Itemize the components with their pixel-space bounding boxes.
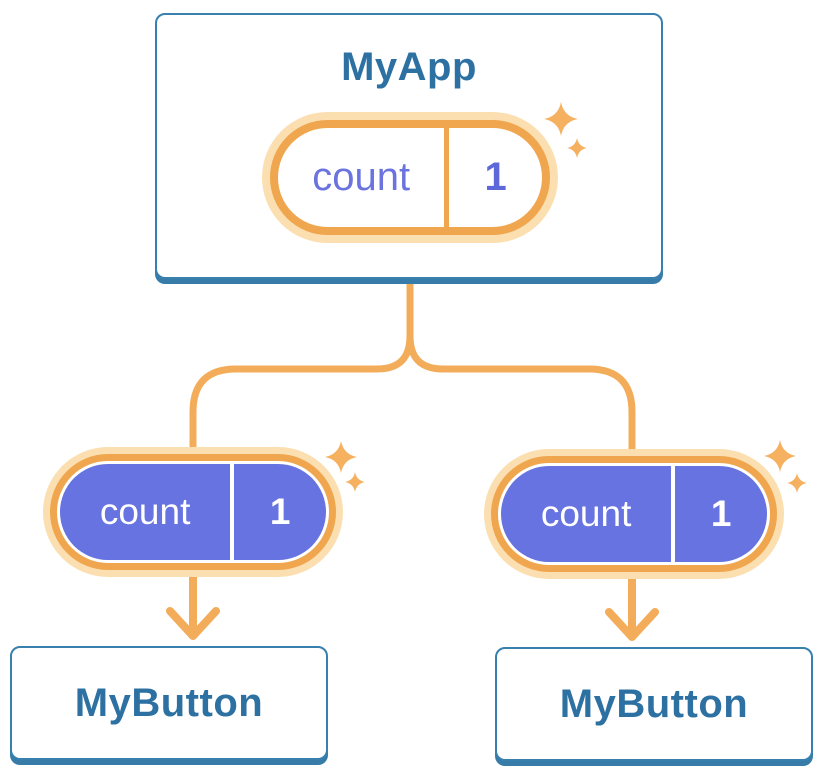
arrow-down-icon (166, 571, 220, 640)
state-key-label: count (540, 493, 632, 534)
state-key-label: count (99, 491, 191, 532)
child-component-card-left: MyButton (10, 646, 328, 760)
state-value: 1 (230, 464, 326, 560)
child-state-pill-left: count 1 (43, 447, 343, 577)
arrow-down-icon (605, 573, 659, 641)
sparkle-icon (345, 472, 365, 492)
root-state-pill: count 1 (262, 112, 558, 243)
sparkle-icon (764, 440, 796, 472)
state-pill-ring: count 1 (491, 456, 777, 572)
state-pill-ring: count 1 (50, 454, 336, 570)
state-pill-capsule: count 1 (501, 466, 767, 562)
component-title: MyButton (74, 680, 264, 725)
connector-right-branch (406, 283, 636, 455)
state-pill-ring: count 1 (270, 120, 550, 235)
child-state-pill-right: count 1 (484, 449, 784, 579)
sparkle-icon (787, 473, 807, 493)
state-key-label: count (312, 155, 411, 199)
component-title: MyButton (559, 681, 749, 726)
component-title: MyApp (341, 45, 477, 89)
state-pill-capsule: count 1 (60, 464, 326, 560)
sparkle-icon (325, 441, 357, 473)
child-component-card-right: MyButton (495, 647, 813, 761)
state-value: 1 (671, 466, 767, 562)
state-value: 1 (444, 128, 542, 227)
connector-left-branch (189, 283, 414, 452)
